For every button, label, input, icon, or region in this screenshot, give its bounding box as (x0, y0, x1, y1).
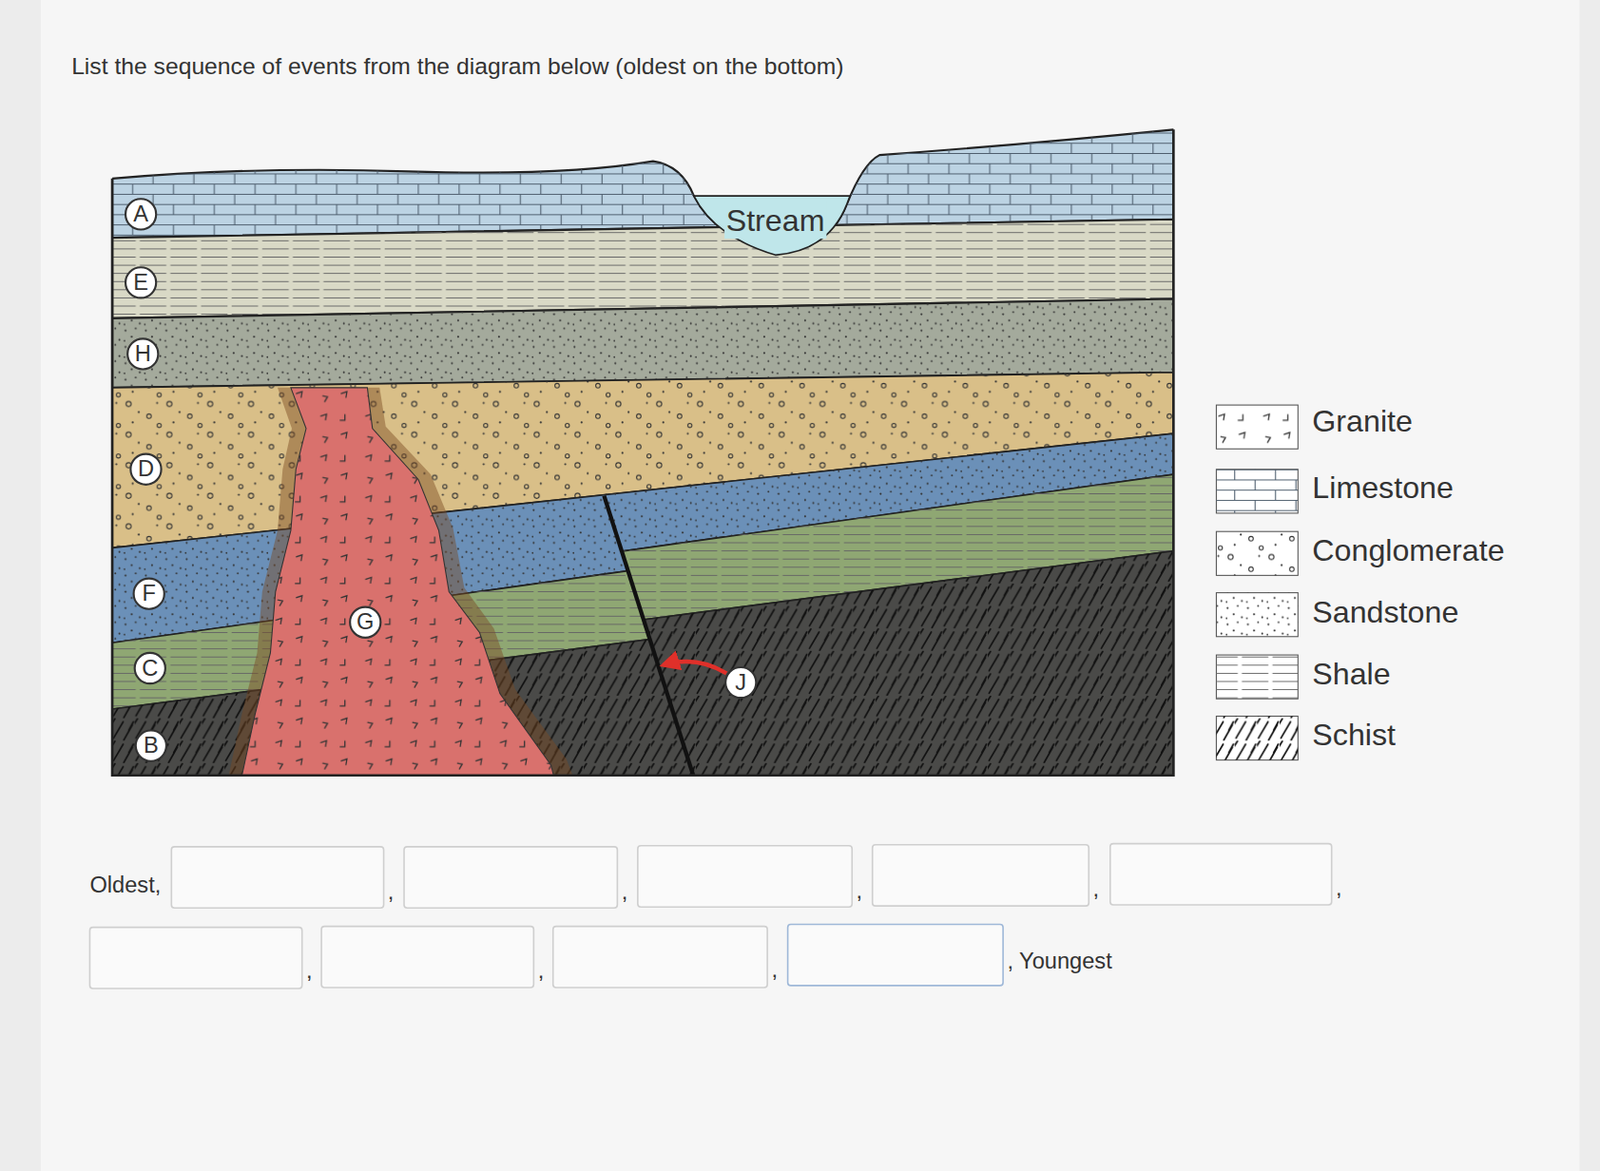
answer-punctuation: , (306, 958, 313, 985)
pointer-arrow (663, 661, 728, 674)
granite-intrusion (239, 387, 557, 776)
unit-letter: J (734, 671, 747, 694)
strata (112, 129, 1174, 775)
frame (112, 129, 1174, 775)
answer-punctuation: , (1335, 875, 1343, 903)
unit-label-circle: F (133, 578, 166, 611)
answer-punctuation: Oldest, (89, 872, 161, 900)
page-panel (40, 0, 1581, 1171)
answer-punctuation: , (1093, 876, 1100, 904)
unit-label-circle: G (348, 606, 382, 639)
fault-line (603, 496, 694, 776)
unit-label-circle: E (124, 266, 157, 299)
answer-punctuation: , (771, 957, 778, 984)
answer-punctuation: , (856, 877, 864, 905)
unit-label-circle: H (126, 337, 159, 370)
unit-label-circle: B (134, 729, 168, 762)
unit-letter: D (137, 458, 155, 482)
legend-label: Granite (1311, 403, 1413, 441)
stream-label: Stream (724, 202, 828, 240)
answer-punctuation: , Youngest (1006, 947, 1112, 975)
legend-label: Conglomerate (1311, 532, 1504, 570)
unit-letter: E (133, 271, 149, 295)
unit-letter: H (134, 343, 152, 367)
unit-letter: B (143, 734, 159, 758)
unit-letter: A (133, 203, 149, 227)
answer-punctuation: , (621, 878, 629, 906)
answer-punctuation: , (538, 958, 545, 985)
answer-punctuation: , (387, 878, 395, 906)
unit-label-circle: A (124, 197, 157, 231)
unit-label-circle: D (129, 453, 162, 486)
legend-label: Schist (1311, 715, 1396, 753)
legend-label: Sandstone (1311, 594, 1459, 632)
legend-label: Limestone (1311, 469, 1454, 507)
unit-letter: F (141, 582, 155, 606)
question-title: List the sequence of events from the dia… (71, 53, 844, 82)
unit-letter: G (356, 611, 374, 635)
unit-letter: C (141, 656, 158, 680)
contact-halo (226, 387, 577, 776)
legend-swatches (1215, 404, 1298, 761)
legend-label: Shale (1311, 655, 1390, 694)
stream-water (693, 195, 850, 255)
answer-boxes (89, 844, 1331, 989)
unit-label-circle: C (134, 652, 167, 685)
unit-label-circle: J (724, 666, 757, 699)
